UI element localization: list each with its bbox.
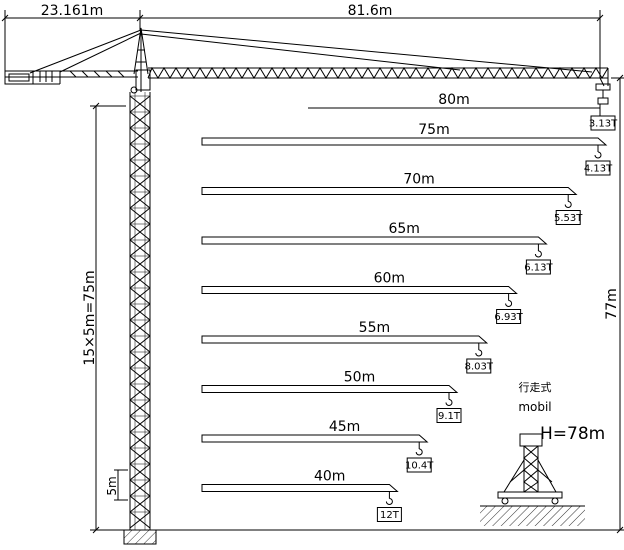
radius-label: 50m [344, 370, 375, 386]
load-value: 5.53T [554, 213, 583, 224]
load-box [525, 259, 551, 275]
top-dimensions [1, 10, 604, 78]
load-value: 8.03T [465, 362, 494, 373]
load-box [376, 507, 402, 522]
load-box [436, 408, 462, 423]
load-value: 4.13T [584, 164, 613, 175]
total-height-dimension [605, 74, 624, 534]
hook-icon [475, 349, 483, 357]
jib-truss [147, 66, 611, 105]
load-box [406, 457, 432, 473]
load-value: 10.4T [405, 461, 434, 472]
load-chart: 75m 4.13T 70m 5.53T 65m 6.13T 60m 6.93T 55m 8.03T… [201, 122, 613, 522]
ground-hatching [480, 506, 585, 526]
radius-bar [201, 286, 518, 294]
radius-bar [201, 335, 489, 344]
load-value: 6.13T [524, 263, 553, 274]
load-chart-row: 70m 5.53T [201, 172, 583, 225]
tower-height-dimension [90, 102, 128, 534]
mast-foundation [123, 529, 157, 545]
load-chart-row: 60m 6.93T [201, 271, 524, 324]
counter-jib [4, 70, 138, 85]
jib-length: 81.6m [348, 3, 393, 19]
tip-load-value: 3.13T [589, 119, 618, 130]
radius-label: 70m [403, 172, 434, 188]
hook-icon [505, 300, 513, 307]
load-chart-row: 55m 8.03T [201, 320, 494, 374]
max-radius-label: 80m [438, 92, 469, 108]
radius-bar [201, 236, 548, 245]
mobile-height-label: H=78m [540, 424, 605, 444]
mobile-base-illustration [480, 433, 585, 507]
load-value: 9.1T [438, 411, 461, 422]
load-box [585, 160, 611, 176]
hook-icon [534, 250, 542, 258]
radius-bar [201, 137, 608, 146]
radius-label: 45m [329, 419, 360, 435]
mobile-note-chinese: 行走式 [519, 381, 552, 394]
radius-label: 60m [374, 271, 405, 287]
hook-icon [415, 448, 423, 456]
mobile-note-english: mobil [518, 400, 551, 414]
hook-icon [594, 151, 602, 159]
radius-label: 75m [418, 122, 449, 138]
hook-icon [445, 399, 453, 406]
max-radius-line [308, 104, 601, 116]
section-height-label: 5m [105, 476, 119, 495]
radius-label: 65m [388, 221, 419, 237]
load-box [555, 210, 581, 225]
total-height-label: 77m [604, 288, 620, 319]
counter-jib-length: 23.161m [41, 3, 104, 19]
load-chart-row: 75m 4.13T [201, 122, 613, 176]
hook-icon [385, 498, 393, 505]
load-value: 6.93T [494, 312, 523, 323]
load-box [496, 309, 522, 324]
radius-bar [201, 187, 578, 195]
load-value: 12T [380, 510, 400, 521]
load-chart-row: 50m 9.1T [201, 370, 462, 423]
tower-head [29, 27, 593, 94]
radius-label: 40m [314, 469, 345, 485]
radius-bar [201, 484, 399, 492]
load-chart-row: 40m 12T [201, 469, 402, 522]
load-chart-row: 65m 6.13T [201, 221, 553, 275]
radius-bar [201, 434, 429, 443]
hook-icon [564, 201, 572, 208]
load-box [466, 358, 492, 374]
tip-load-box [590, 115, 616, 131]
tower-sections-label: 15×5m=75m [82, 270, 98, 365]
tower-mast [129, 92, 151, 530]
load-chart-row: 45m 10.4T [201, 419, 434, 473]
radius-bar [201, 385, 459, 393]
radius-label: 55m [359, 320, 390, 336]
